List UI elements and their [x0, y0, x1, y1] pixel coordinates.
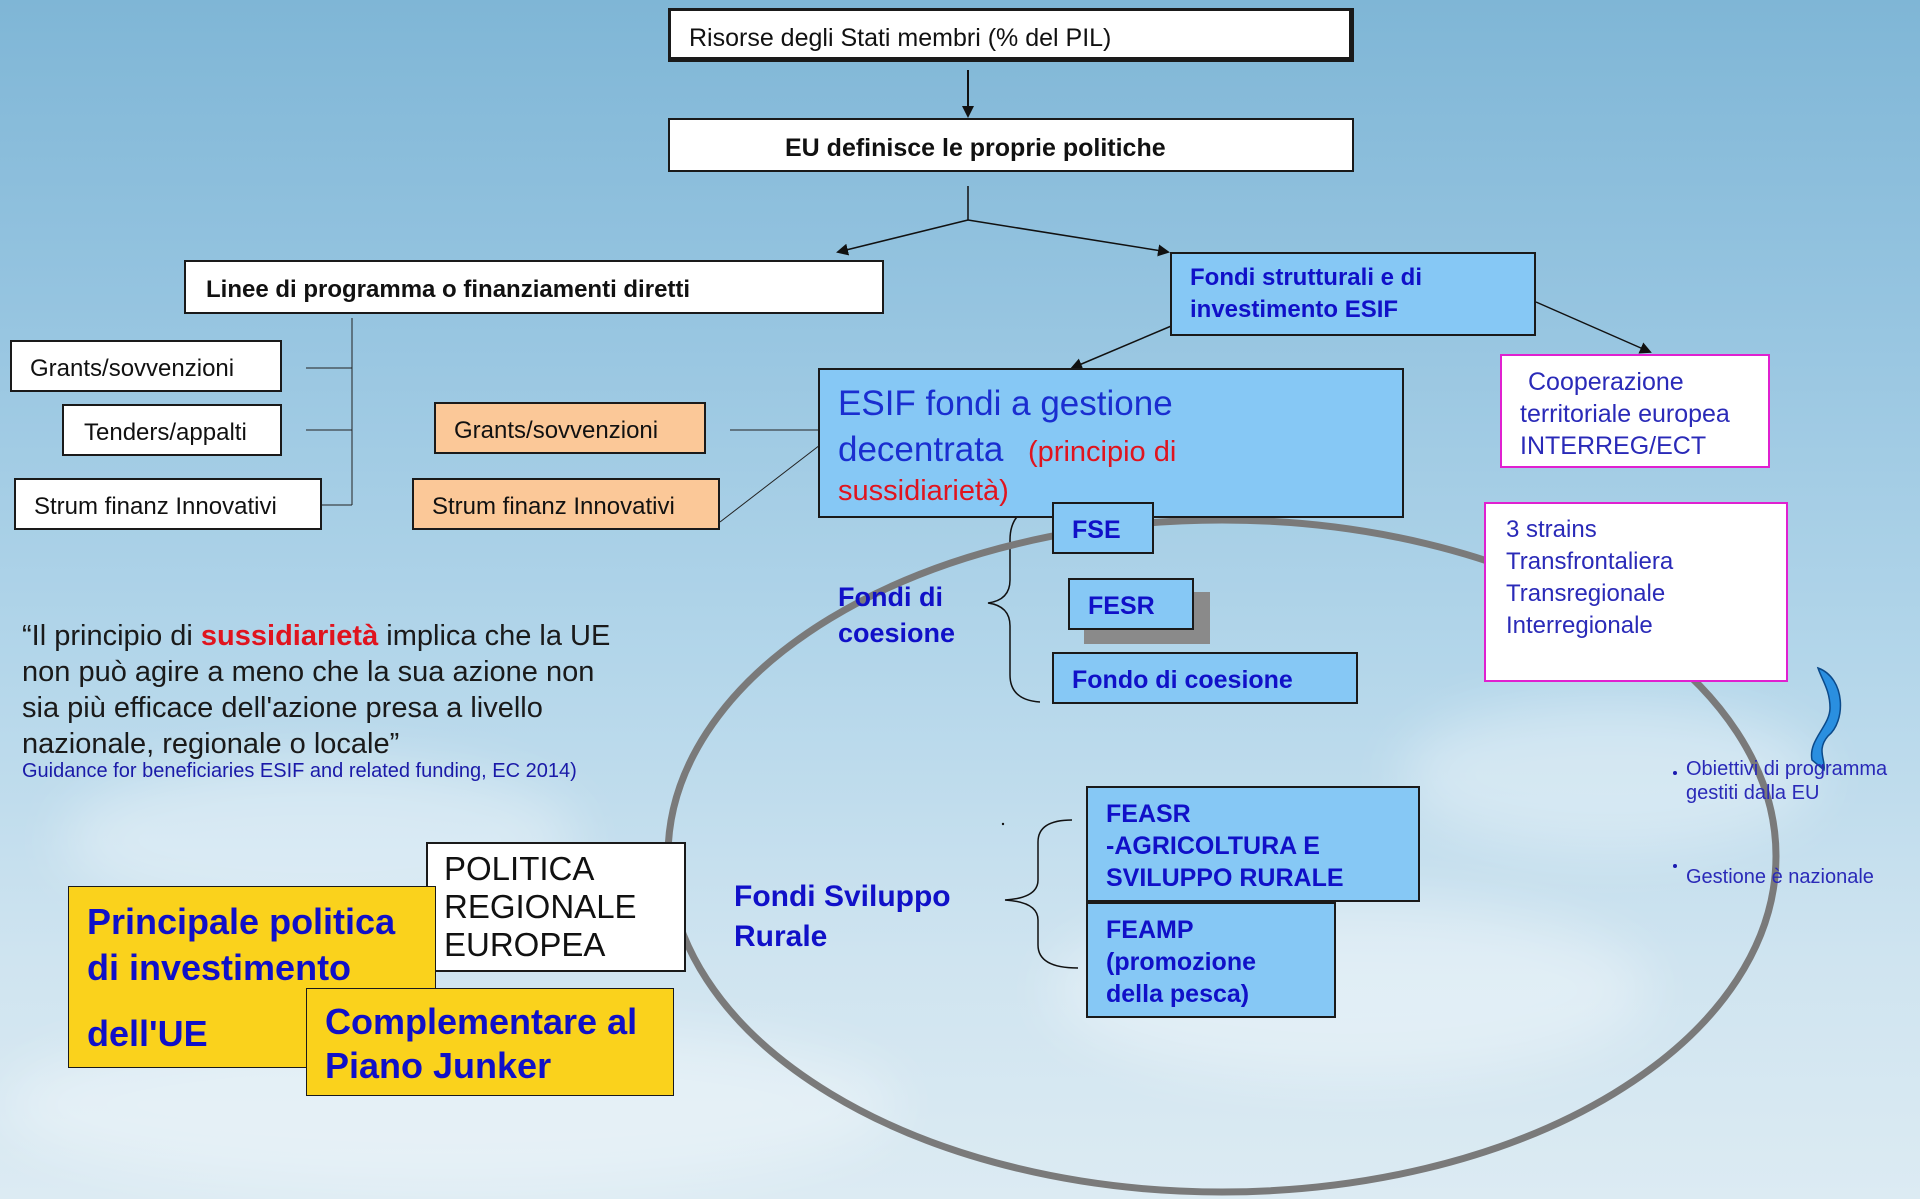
cohesion-funds-label-line2: coesione — [838, 618, 956, 648]
esif-decentralised-line1: ESIF fondi a gestione — [838, 384, 1173, 423]
subsidiarity-quote: “Il principio di sussidiarietà implica c… — [22, 618, 610, 762]
side-note-2: Gestione è nazionale — [1686, 866, 1874, 888]
politica-line3: EUROPEA — [444, 926, 606, 963]
cohesion-fund-box: Fondo di coesione — [1052, 652, 1358, 704]
direct-instruments-label: Strum finanz Innovativi — [34, 493, 277, 520]
cooperation-line3: INTERREG/ECT — [1520, 432, 1707, 460]
quote-line4: nazionale, regionale o locale” — [22, 728, 400, 760]
feasr-box: FEASR -AGRICOLTURA E SVILUPPO RURALE — [1086, 786, 1420, 902]
fesr-label: FESR — [1088, 592, 1155, 620]
principale-line1: Principale politica — [87, 901, 396, 942]
cooperation-line2: territoriale europea — [1520, 400, 1730, 428]
subsidiarity-note-line1: (principio di — [1028, 436, 1177, 468]
direct-instruments-box: Strum finanz Innovativi — [14, 478, 322, 530]
principale-line2: di investimento — [87, 947, 352, 988]
complementare-line2: Piano Junker — [325, 1045, 552, 1086]
fse-label: FSE — [1072, 516, 1121, 544]
quote-source: Guidance for beneficiaries ESIF and rela… — [22, 760, 577, 782]
resources-label: Risorse degli Stati membri (% del PIL) — [689, 24, 1112, 52]
feasr-line3: SVILUPPO RURALE — [1106, 864, 1344, 892]
quote-line3: sia più efficace dell'azione presa a liv… — [22, 692, 543, 724]
direct-funding-box: Linee di programma o finanziamenti diret… — [184, 260, 884, 314]
strains-line2: Transfrontaliera — [1506, 548, 1674, 575]
complementare-box: Complementare al Piano Junker — [306, 988, 674, 1096]
eu-policies-box: EU definisce le proprie politiche — [668, 118, 1354, 172]
esif-grants-box: Grants/sovvenzioni — [434, 402, 706, 454]
cooperation-box: Cooperazione territoriale europea INTERR… — [1500, 354, 1770, 468]
feamp-line1: FEAMP — [1106, 916, 1194, 944]
strains-line1: 3 strains — [1506, 516, 1597, 543]
cloud-decoration — [1400, 700, 1820, 850]
esif-instruments-box: Strum finanz Innovativi — [412, 478, 720, 530]
esif-decentralised-box: ESIF fondi a gestione decentrata (princi… — [818, 368, 1404, 518]
quote-prefix: “Il principio di — [22, 620, 201, 652]
politica-regionale-box: POLITICA REGIONALE EUROPEA — [426, 842, 686, 972]
subsidiarity-note-line2: sussidiarietà) — [838, 475, 1009, 507]
quote-line1-end: implica che la UE — [378, 620, 611, 652]
cooperation-line1: Cooperazione — [1528, 368, 1684, 396]
quote-highlight: sussidiarietà — [200, 620, 379, 652]
feasr-line1: FEASR — [1106, 800, 1191, 828]
strains-line3: Transregionale — [1506, 580, 1666, 607]
politica-line2: REGIONALE — [444, 888, 637, 925]
feamp-line3: della pesca) — [1106, 980, 1250, 1008]
politica-line1: POLITICA — [444, 850, 595, 887]
feasr-line2: -AGRICOLTURA E — [1106, 832, 1320, 860]
side-note-1-line2: gestiti dalla EU — [1686, 782, 1820, 804]
direct-funding-title: Linee di programma o finanziamenti diret… — [206, 276, 691, 303]
resources-box: Risorse degli Stati membri (% del PIL) — [668, 8, 1354, 62]
rural-funds-label-line1: Fondi Sviluppo — [734, 880, 951, 913]
direct-grants-label: Grants/sovvenzioni — [30, 355, 235, 382]
direct-tenders-box: Tenders/appalti — [62, 404, 282, 456]
rural-funds-label-line2: Rurale — [734, 920, 828, 953]
strains-box: 3 strains Transfrontaliera Transregional… — [1484, 502, 1788, 682]
cohesion-fund-label: Fondo di coesione — [1072, 666, 1293, 694]
fesr-box: FESR — [1068, 578, 1194, 630]
esif-head-line2: investimento ESIF — [1190, 296, 1399, 323]
eu-policies-label: EU definisce le proprie politiche — [785, 134, 1166, 162]
fse-box: FSE — [1052, 502, 1154, 554]
direct-tenders-label: Tenders/appalti — [84, 419, 247, 446]
quote-line2: non può agire a meno che la sua azione n… — [22, 656, 595, 688]
principale-box: Principale politica di investimento dell… — [68, 886, 436, 1068]
esif-head-line1: Fondi strutturali e di — [1190, 264, 1422, 291]
feamp-line2: (promozione — [1106, 948, 1256, 976]
esif-grants-label: Grants/sovvenzioni — [454, 417, 659, 444]
esif-decentralised-line2: decentrata — [838, 430, 1004, 469]
esif-head-box: Fondi strutturali e di investimento ESIF — [1170, 252, 1536, 336]
side-note-1-line1: Obiettivi di programma — [1686, 758, 1888, 780]
cohesion-funds-label-line1: Fondi di — [838, 582, 943, 612]
strains-line4: Interregionale — [1506, 612, 1653, 639]
esif-instruments-label: Strum finanz Innovativi — [432, 493, 675, 520]
feamp-box: FEAMP (promozione della pesca) — [1086, 902, 1336, 1018]
direct-grants-box: Grants/sovvenzioni — [10, 340, 282, 392]
complementare-line1: Complementare al — [325, 1001, 638, 1042]
principale-line3: dell'UE — [87, 1013, 208, 1054]
